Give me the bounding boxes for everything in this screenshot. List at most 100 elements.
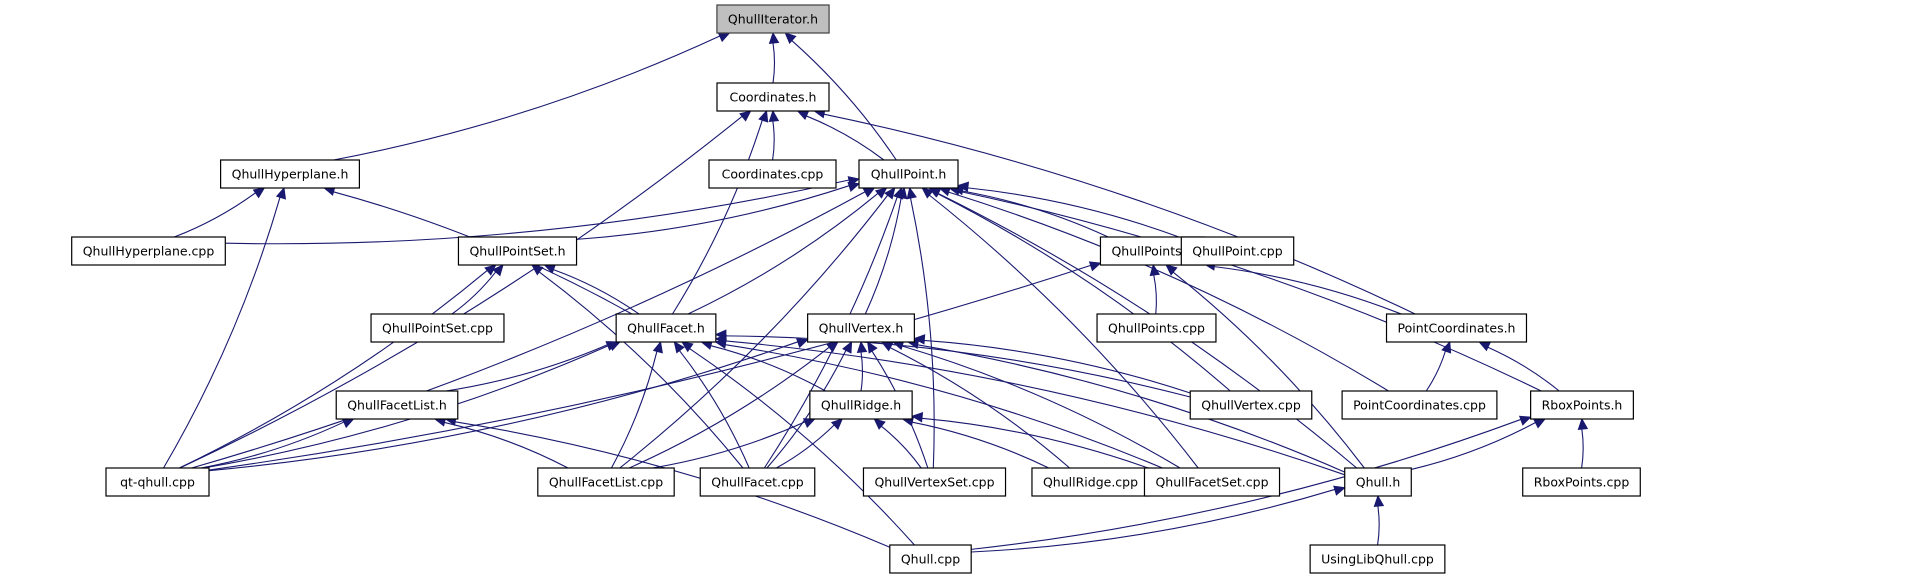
edge-usinglibqhull-cpp-to-qhull-h: [1373, 494, 1385, 546]
node-usinglibqhull-cpp[interactable]: UsingLibQhull.cpp: [1309, 544, 1446, 574]
arrowhead-icon: [842, 340, 853, 354]
edge-line: [725, 340, 1345, 476]
node-coordinates-cpp[interactable]: Coordinates.cpp: [708, 159, 837, 189]
node-qhull-cpp[interactable]: Qhull.cpp: [889, 544, 972, 574]
edge-line: [455, 421, 891, 548]
edge-qhullpoints-cpp-to-qhullpoints-h: [1149, 263, 1161, 315]
node-qt-qhull-cpp[interactable]: qt-qhull.cpp: [105, 467, 210, 497]
edge-line: [225, 179, 850, 245]
edge-line: [576, 185, 850, 240]
edge-line: [971, 418, 1522, 550]
arrowhead-icon: [714, 334, 727, 346]
node-qhullpoint-cpp[interactable]: QhullPoint.cpp: [1180, 236, 1295, 266]
edge-line: [937, 193, 1231, 392]
arrowhead-icon: [608, 341, 621, 352]
edge-qhullfacetset-cpp-to-qhullvertex-h: [891, 340, 1181, 469]
node-qhullridge-h[interactable]: QhullRidge.h: [809, 390, 913, 420]
node-label: Coordinates.h: [730, 90, 817, 105]
edge-line: [772, 120, 775, 161]
node-qhullfacetset-cpp[interactable]: QhullFacetSet.cpp: [1143, 467, 1281, 497]
node-label: QhullHyperplane.cpp: [83, 244, 215, 259]
arrowhead-icon: [893, 186, 904, 200]
edge-line: [776, 424, 835, 469]
node-label: QhullVertexSet.cpp: [874, 475, 994, 490]
arrowhead-icon: [1373, 494, 1385, 507]
edge-line: [928, 194, 1199, 469]
node-qhullfacet-h[interactable]: QhullFacet.h: [615, 313, 717, 343]
node-qhullpointset-cpp[interactable]: QhullPointSet.cpp: [370, 313, 505, 343]
node-coordinates-h[interactable]: Coordinates.h: [716, 82, 830, 112]
edge-line: [191, 191, 866, 469]
edge-line: [924, 339, 1191, 394]
node-label: QhullVertex.cpp: [1201, 398, 1301, 413]
node-qhullvertex-cpp[interactable]: QhullVertex.cpp: [1189, 390, 1313, 420]
edge-line: [163, 197, 281, 469]
edge-qhullvertexset-cpp-to-qhullpoint-h: [906, 186, 935, 469]
edge-line: [652, 421, 806, 469]
edge-rboxpoints-h-to-pointcoordinates-h: [1478, 341, 1560, 392]
edge-line: [208, 341, 799, 472]
node-qhullhyperplane-cpp[interactable]: QhullHyperplane.cpp: [71, 236, 226, 266]
edge-line: [948, 191, 1389, 392]
edge-qhullridge-h-to-qhullvertex-h: [856, 340, 868, 392]
node-label: QhullPointSet.cpp: [382, 321, 493, 336]
arrowhead-icon: [956, 181, 970, 193]
arrowhead-icon: [652, 340, 663, 354]
node-rboxpoints-cpp[interactable]: RboxPoints.cpp: [1522, 467, 1641, 497]
edge-line: [791, 40, 897, 161]
node-qhullridge-cpp[interactable]: QhullRidge.cpp: [1031, 467, 1150, 497]
node-qhullfacet-cpp[interactable]: QhullFacet.cpp: [699, 467, 816, 497]
edge-line: [1425, 350, 1446, 392]
arrowhead-icon: [910, 412, 924, 423]
arrowhead-icon: [673, 341, 685, 354]
edge-qt-qhull-cpp-to-qhullpoint-h: [191, 187, 876, 469]
edge-qhull-cpp-to-qhull-h: [971, 485, 1346, 553]
edge-line: [864, 197, 902, 315]
edge-line: [553, 269, 640, 315]
node-qhullpointset-h[interactable]: QhullPointSet.h: [457, 236, 578, 266]
node-label: QhullPoint.cpp: [1192, 244, 1282, 259]
node-qhullhyperplane-h[interactable]: QhullHyperplane.h: [220, 159, 360, 189]
node-qhull-h[interactable]: Qhull.h: [1344, 467, 1412, 497]
edge-qhull-cpp-to-qhullfacet-h: [681, 341, 915, 546]
edge-line: [1214, 266, 1402, 315]
edge-qhullfacet-cpp-to-qhullpointset-h: [531, 264, 744, 469]
edge-line: [628, 346, 830, 469]
edge-line: [678, 350, 750, 469]
node-qhullpoints-cpp[interactable]: QhullPoints.cpp: [1096, 313, 1217, 343]
edge-qhullpoint-h-to-coordinates-h: [796, 110, 885, 161]
edge-pointcoordinates-cpp-to-pointcoordinates-h: [1425, 340, 1452, 392]
edge-line: [451, 271, 497, 315]
node-qhullvertex-h[interactable]: QhullVertex.h: [807, 313, 915, 343]
arrowhead-icon: [1088, 261, 1102, 272]
node-label: PointCoordinates.cpp: [1353, 398, 1486, 413]
edge-qhullfacetlist-cpp-to-qhullpoint-h: [619, 187, 896, 469]
edge-line: [971, 488, 1336, 553]
edge-line: [958, 190, 1542, 392]
node-rboxpoints-h[interactable]: RboxPoints.h: [1530, 390, 1634, 420]
node-qhullfacetlist-cpp[interactable]: QhullFacetList.cpp: [537, 467, 675, 497]
edge-qhullfacetset-cpp-to-qhullridge-h: [910, 412, 1149, 469]
node-label: QhullPoints.cpp: [1108, 321, 1205, 336]
edge-line: [901, 345, 1181, 469]
edge-qhullpointset-h-to-qhullpoint-h: [576, 181, 861, 240]
arrowhead-icon: [802, 418, 816, 428]
arrowhead-icon: [1533, 418, 1546, 429]
node-qhullpoint-h[interactable]: QhullPoint.h: [858, 159, 959, 189]
edge-line: [909, 197, 935, 469]
edge-qhullridge-h-to-qhullfacet-h: [700, 339, 826, 392]
edge-line: [687, 192, 879, 315]
nodes-layer: QhullIterator.h Coordinates.h QhullHyper…: [71, 4, 1641, 574]
edge-line: [444, 421, 569, 469]
node-pointcoordinates-h[interactable]: PointCoordinates.h: [1385, 313, 1528, 343]
node-qhullvertexset-cpp[interactable]: QhullVertexSet.cpp: [862, 467, 1007, 497]
edge-line: [725, 344, 1163, 469]
edge-qhullpoint-h-to-qhulliterator-h: [784, 32, 897, 161]
edge-qhullpoints-h-to-qhullpoint-h: [951, 184, 1109, 238]
arrowhead-icon: [252, 187, 266, 199]
node-qhullfacetlist-h[interactable]: QhullFacetList.h: [335, 390, 459, 420]
edge-line: [538, 271, 744, 469]
arrowhead-icon: [768, 31, 780, 44]
node-pointcoordinates-cpp[interactable]: PointCoordinates.cpp: [1341, 390, 1498, 420]
node-qhulliterator-h[interactable]: QhullIterator.h: [716, 4, 830, 34]
